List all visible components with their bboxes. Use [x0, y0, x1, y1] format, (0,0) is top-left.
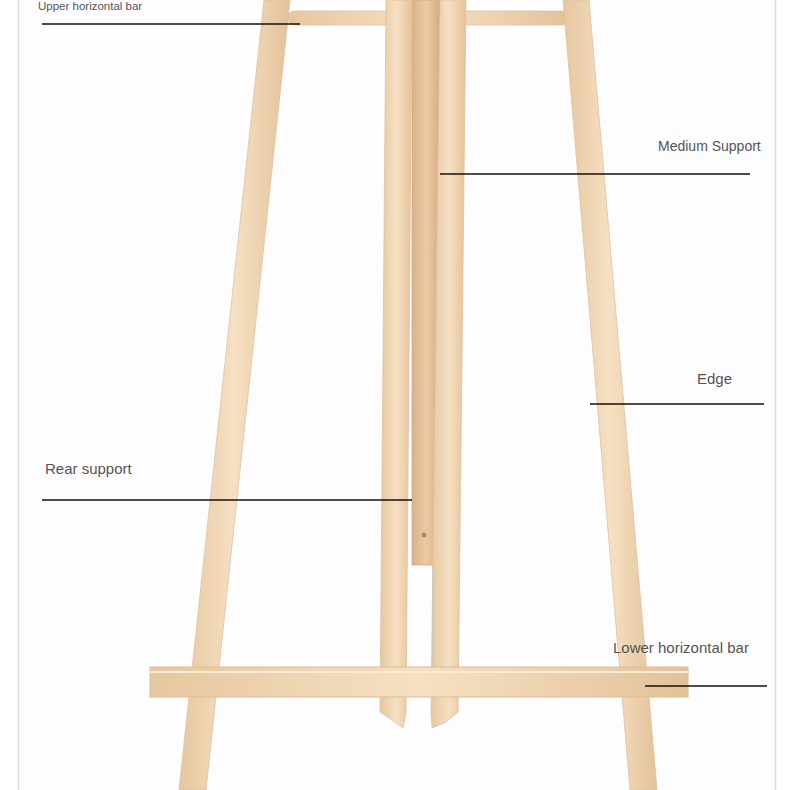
frame-edge: [775, 0, 777, 790]
lower-bar: [150, 667, 688, 697]
part-label: Edge: [697, 370, 732, 387]
leader-line: [590, 403, 764, 405]
frame-edge: [18, 0, 20, 790]
part-label: Lower horizontal bar: [613, 639, 749, 656]
hinge-pin: [422, 533, 427, 538]
front-post: [380, 0, 412, 728]
backdrop: [18, 0, 776, 790]
lower-bar-shine: [150, 671, 688, 673]
part-label: Medium Support: [658, 138, 761, 154]
leader-line: [440, 173, 750, 175]
front-post: [431, 0, 466, 728]
leader-line: [645, 685, 767, 687]
leader-line: [42, 23, 300, 25]
part-label: Rear support: [45, 460, 132, 477]
part-label: Upper horizontal bar: [38, 0, 142, 13]
leader-line: [42, 499, 412, 501]
